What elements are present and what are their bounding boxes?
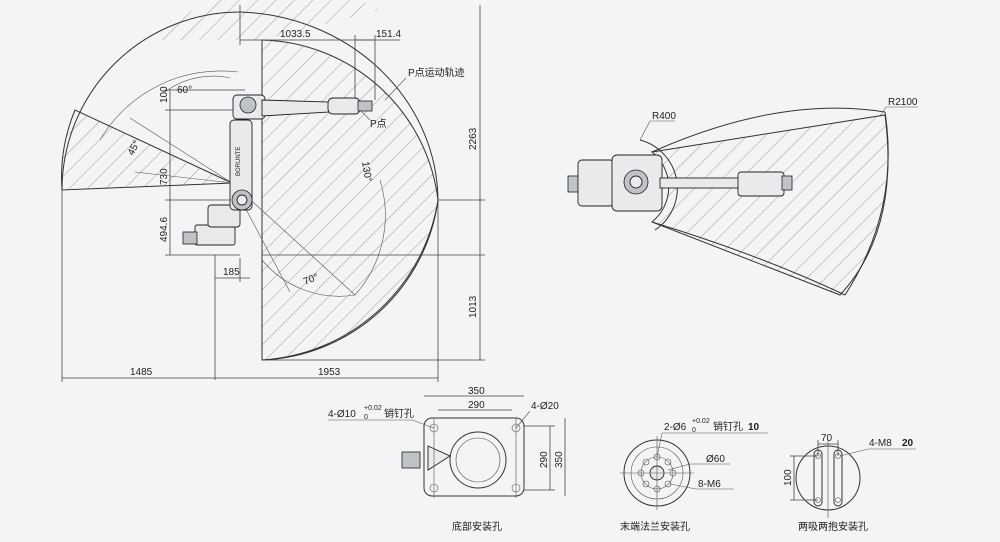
flange-threads: 8-M6 [698,479,721,490]
flange-pin-label: 销钉孔 [713,420,743,433]
dim-1013: 1013 [468,295,479,318]
clamp-mounting-view: 70 100 4-M8 20 两吸两抱安装孔 [783,433,916,533]
dim-151: 151.4 [376,29,401,40]
base-pin-hole-prefix: 4-Ø10 [328,409,356,420]
flange-pin-tol-upper: +0.02 [692,418,710,425]
clamp-caption: 两吸两抱安装孔 [798,520,868,533]
flange-mounting-view: 2-Ø6 +0.02 0 销钉孔 10 Ø60 8-M6 末端法兰安装孔 [620,418,768,533]
base-dim-290-top: 290 [468,400,485,411]
hatched-upper-zone [150,0,380,40]
flange-caption: 末端法兰安装孔 [620,520,690,533]
brand-label: BORUNTE [236,147,242,176]
clamp-threads: 4-M8 [869,438,892,449]
point-p-label: P点 [370,118,387,130]
base-mounting-view: 350 290 290 350 4-Ø10 +0.02 0 销钉孔 4-Ø20 … [328,386,566,533]
side-dimensions: 1033.5 151.4 2263 1013 100 730 494.6 [61,5,485,382]
angle-60: 60° [177,85,192,96]
flange-pin-depth: 10 [748,422,760,433]
side-workspace-envelope [61,0,439,361]
base-pin-tol-upper: +0.02 [364,405,382,412]
base-bolt-holes: 4-Ø20 [531,401,559,412]
dim-494: 494.6 [159,217,170,242]
dim-185: 185 [223,267,240,278]
base-dim-350-top: 350 [468,386,485,397]
angle-70: 70° [302,272,320,288]
dim-1485: 1485 [130,367,153,378]
trajectory-label: P点运动轨迹 [408,66,465,79]
base-caption: 底部安装孔 [452,520,502,533]
hatched-reach-zone [261,39,439,361]
flange-pin-tol-lower: 0 [692,427,696,434]
robot-top [567,154,793,212]
radius-400: R400 [652,111,676,122]
clamp-dim-100: 100 [783,469,794,486]
dim-1953: 1953 [318,367,341,378]
clamp-dim-70: 70 [821,433,833,444]
radius-2100: R2100 [888,97,918,108]
dim-2263: 2263 [468,127,479,150]
side-view: 1033.5 151.4 2263 1013 100 730 494.6 [61,0,485,382]
dim-730: 730 [159,168,170,185]
robot-side: BORUNTE [182,94,373,246]
clamp-depth: 20 [902,438,914,449]
base-pin-hole-label: 销钉孔 [384,407,414,420]
dim-1033: 1033.5 [280,29,311,40]
angle-130: 130° [359,161,373,183]
base-dim-350-side: 350 [554,451,565,468]
top-view: R400 R2100 [567,97,918,296]
dim-100: 100 [159,86,170,103]
top-hatched-zone [650,114,889,296]
base-dim-290-side: 290 [539,451,550,468]
flange-pin-prefix: 2-Ø6 [664,422,687,433]
base-pin-tol-lower: 0 [364,414,368,421]
flange-pcd: Ø60 [706,454,725,465]
hatched-left-zone [61,109,233,191]
